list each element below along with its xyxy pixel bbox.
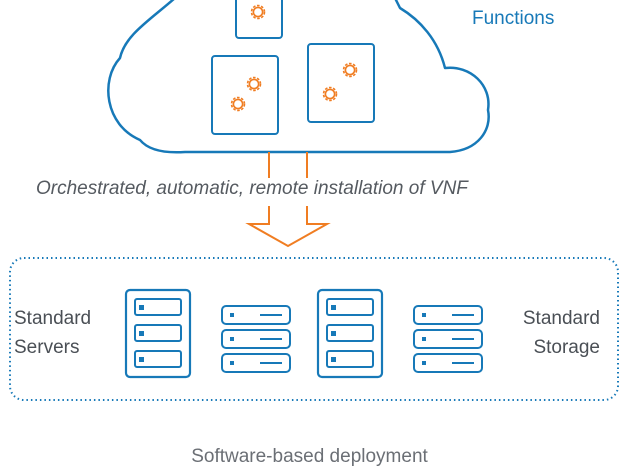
cloud-icon — [107, 0, 490, 154]
storage-label: Standard Storage — [498, 304, 600, 362]
down-arrow-icon — [245, 152, 331, 248]
deployment-caption: Software-based deployment — [191, 446, 428, 467]
vnf-box-right — [307, 43, 375, 123]
servers-label-line2: Servers — [14, 337, 80, 358]
servers-label: Standard Servers — [14, 304, 91, 362]
storage-unit-icon — [221, 305, 291, 373]
servers-label-line1: Standard — [14, 308, 92, 329]
storage-unit-icon — [413, 305, 483, 373]
orchestration-caption: Orchestrated, automatic, remote installa… — [36, 178, 468, 199]
storage-label-line1: Standard — [522, 308, 600, 329]
server-tower-icon — [316, 288, 384, 379]
vnf-box-top — [235, 0, 283, 39]
server-tower-icon — [124, 288, 192, 379]
functions-label: Functions — [472, 8, 555, 29]
vnf-box-left — [211, 55, 279, 135]
storage-label-line2: Storage — [533, 337, 600, 358]
